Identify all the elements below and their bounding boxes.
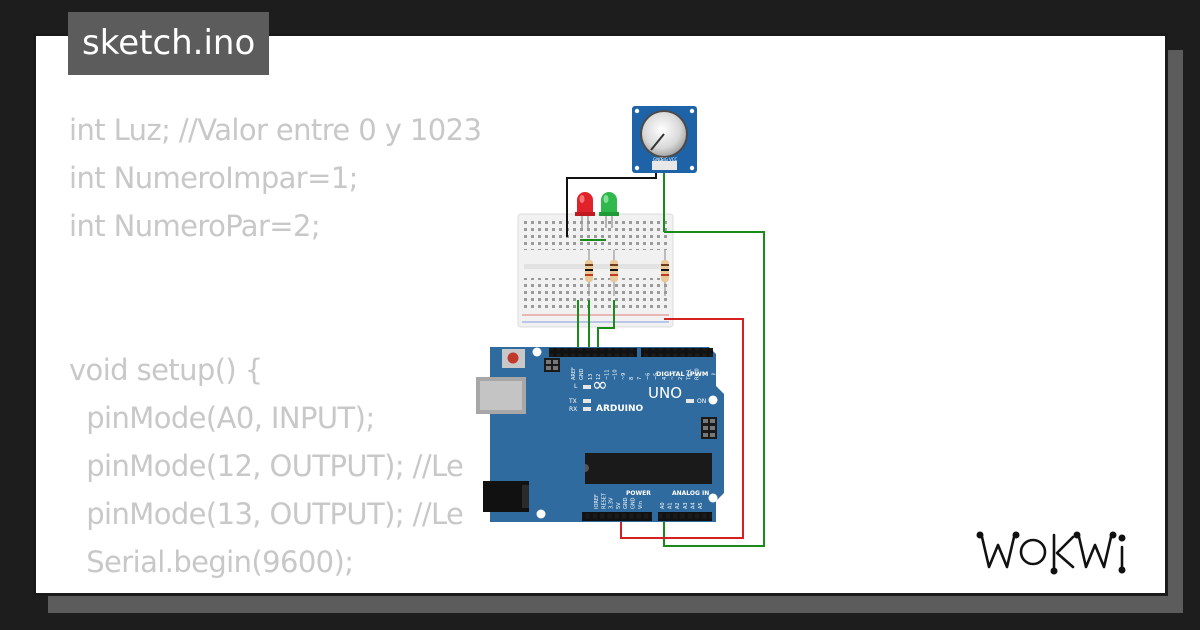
- power-jack: [483, 481, 529, 512]
- wires: [566, 170, 765, 547]
- arduino-brand: ARDUINO: [596, 404, 644, 414]
- analog-wire-green: [663, 231, 765, 547]
- file-name-tag: sketch.ino: [68, 12, 270, 75]
- code-line: pinMode(A0, INPUT);: [69, 401, 375, 435]
- l-led-label: L: [574, 383, 578, 390]
- microcontroller-chip: [585, 453, 712, 484]
- resistors: [585, 250, 669, 296]
- digital-header-label: DIGITAL (PWM ~): [656, 370, 719, 378]
- led-red[interactable]: [575, 192, 595, 228]
- pin-label: 4: [662, 377, 668, 380]
- rx-label: RX: [569, 406, 577, 413]
- pin-label: ~10: [613, 369, 619, 380]
- power-header-label: POWER: [626, 490, 651, 497]
- pin-label: TX 1: [686, 369, 692, 381]
- l-led: [583, 385, 591, 389]
- pin-label: RX 0: [695, 368, 701, 380]
- code-line: void setup() {: [69, 353, 263, 387]
- potentiometer[interactable]: GND SIG VCC: [632, 106, 697, 173]
- pin-label: A3: [683, 502, 689, 509]
- arduino-model: UNO: [648, 384, 682, 402]
- code-line: Serial.begin(9600);: [69, 545, 354, 579]
- gnd-label: GND: [579, 368, 585, 380]
- pin-label: 5V: [616, 502, 622, 509]
- resistor[interactable]: [585, 250, 593, 296]
- pin-label: 13: [588, 374, 594, 380]
- resistor[interactable]: [610, 250, 618, 296]
- pin-label: 3.3V: [609, 497, 615, 509]
- pin-label: A1: [668, 502, 674, 509]
- led-green[interactable]: [599, 192, 619, 228]
- pot-pin-label: GND: [653, 157, 662, 162]
- analog-header-label: ANALOG IN: [672, 490, 709, 497]
- breadboard[interactable]: [517, 213, 674, 328]
- pin-label: GND: [623, 497, 629, 509]
- on-label: ON: [697, 398, 706, 405]
- resistor[interactable]: [661, 250, 669, 296]
- pin-label: ~5: [654, 373, 660, 380]
- pin-label: Vin: [638, 501, 644, 509]
- wokwi-logo: [976, 531, 1126, 575]
- code-line: int NumeroImpar=1;: [69, 161, 358, 195]
- tx-label: TX: [568, 398, 577, 405]
- pot-pin-label: SIG: [661, 157, 668, 162]
- pin-label: GND: [631, 497, 637, 509]
- pin12-wire: [597, 300, 615, 348]
- power-wire-red: [620, 318, 744, 539]
- pin-label: ~6: [645, 373, 651, 380]
- pin-label: A4: [690, 502, 696, 509]
- pin-label: A2: [675, 502, 681, 509]
- code-line: pinMode(12, OUTPUT); //Le: [69, 449, 464, 483]
- pin-label: ~9: [621, 373, 627, 380]
- gnd-wire-black: [566, 170, 657, 237]
- pin-label: RESET: [601, 492, 607, 509]
- pot-pin-label: VCC: [669, 157, 678, 162]
- pin-label: A5: [698, 502, 704, 509]
- infinity-logo-icon: ∞: [592, 374, 608, 396]
- pin-label: ~3: [670, 373, 676, 380]
- code-line: int NumeroPar=2;: [69, 209, 321, 243]
- pin-label: 2: [678, 377, 684, 380]
- code-line: pinMode(13, OUTPUT); //Le: [69, 497, 464, 531]
- code-line: int Luz; //Valor entre 0 y 1023: [69, 113, 482, 147]
- pin-label: 7: [637, 377, 643, 380]
- aref-label: AREF: [571, 367, 577, 380]
- pin-label: 12: [596, 374, 602, 380]
- code-listing: int Luz; //Valor entre 0 y 1023 int Nume…: [69, 106, 482, 593]
- pin-label: ~11: [604, 369, 610, 380]
- pin-label: IOREF: [594, 494, 600, 509]
- pin-label: A0: [660, 502, 666, 509]
- pin-label: 8: [629, 377, 635, 380]
